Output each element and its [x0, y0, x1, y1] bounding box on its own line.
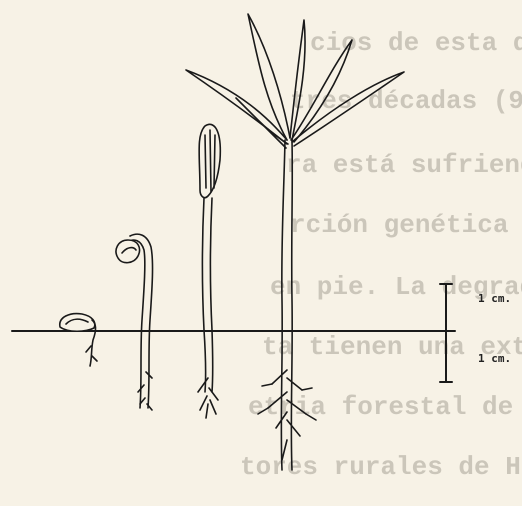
seedling-stage-2	[116, 234, 152, 410]
seedling-stage-4	[186, 14, 404, 470]
scale-label-below-ground: 1 cm.	[478, 352, 511, 365]
scale-label-above-ground: 1 cm.	[478, 292, 511, 305]
scale-bar	[440, 284, 452, 382]
seedling-stage-3	[198, 124, 220, 418]
seedling-stage-1	[60, 314, 97, 366]
